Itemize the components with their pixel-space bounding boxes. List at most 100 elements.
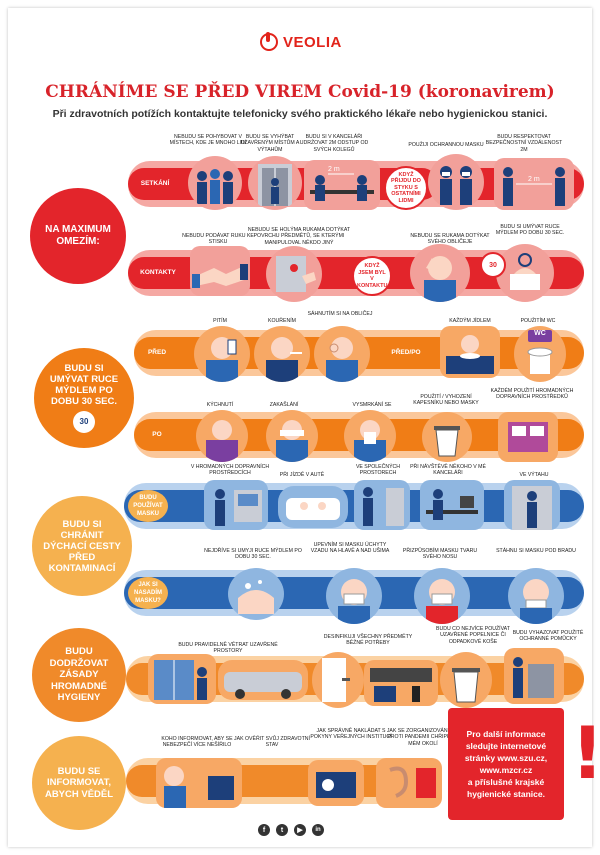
caption: BUDU VYHAZOVAT POUŽITÉ OCHRANNÉ POMŮCKY bbox=[512, 630, 584, 643]
crowd-illustration bbox=[188, 156, 242, 210]
meal-illustration bbox=[440, 326, 500, 378]
caption: NEBUDU PODÁVAT RUKU KE STISKU bbox=[182, 233, 254, 246]
wash-hands-mask-illustration bbox=[228, 568, 284, 620]
youtube-icon[interactable]: ▶ bbox=[294, 824, 306, 836]
handshake-illustration bbox=[190, 246, 250, 296]
person-phone-illustration bbox=[156, 758, 242, 808]
twitter-icon[interactable]: t bbox=[276, 824, 288, 836]
drinking-illustration bbox=[194, 326, 250, 382]
info-line: Pro další informace bbox=[466, 729, 546, 739]
caption: NEBUDU SE RUKAMA DOTÝKAT SVÉHO OBLIČEJE bbox=[410, 233, 490, 246]
caption: PŘI NÁVŠTĚVĚ NĚKOHO V MÉ KANCELÁŘI bbox=[410, 464, 486, 477]
car-illustration bbox=[278, 486, 348, 528]
veolia-logo-icon bbox=[260, 32, 278, 51]
caption: SÁHNUTÍM SI NA OBLIČEJ bbox=[307, 311, 373, 317]
caption: JAK SPRÁVNĚ NAKLÁDAT S POKYNY VEŘEJNÝCH … bbox=[310, 728, 392, 741]
handwash-illustration bbox=[496, 244, 554, 302]
section-hygiene-circle: BUDU DODRŽOVAT ZÁSADY HROMADNÉ HYGIENY bbox=[32, 628, 126, 722]
caption: STÁHNU SI MASKU POD BRADU bbox=[496, 548, 576, 554]
caption: JAK OVĚŘIT SVŮJ ZDRAVOTNÍ STAV bbox=[234, 736, 310, 749]
facebook-icon[interactable]: f bbox=[258, 824, 270, 836]
section-airway-circle: BUDU SI CHRÁNIT DÝCHACÍ CESTY PŘED KONTA… bbox=[32, 496, 132, 596]
radio-illustration bbox=[308, 760, 364, 806]
caption: V HROMADNÝCH DOPRAVNÍCH PROSTŘEDCÍCH bbox=[190, 464, 270, 477]
sneeze-illustration bbox=[196, 410, 248, 462]
caption: POUŽITÍM WC bbox=[520, 318, 556, 324]
timer-icon: 30 bbox=[73, 411, 95, 433]
blow-nose-illustration bbox=[344, 410, 396, 462]
info-line: hygienické stanice. bbox=[467, 789, 545, 799]
caption: PŘIZPŮSOBÍM MASKU TVARU SVÉHO NOSU bbox=[402, 548, 478, 561]
caption: NEBUDU SE HOLÝMA RUKAMA DOTÝKAT POVRCHU … bbox=[247, 227, 351, 246]
tissue-bin-illustration bbox=[422, 412, 472, 462]
caption: KOHO INFORMOVAT, ABY SE NEBEZPEČÍ VÍCE N… bbox=[161, 736, 233, 749]
caption: VE VÝTAHU bbox=[519, 472, 549, 478]
caption: BUDU SE VYHÝBAT UZAVŘENÝM MÍSTŮM A VÝTAH… bbox=[240, 134, 300, 153]
caption: DESINFIKUJI VŠECHNY PŘEDMĚTY BĚŽNÉ POTŘE… bbox=[323, 634, 413, 647]
caption: KAŽDÝM JÍDLEM bbox=[449, 318, 491, 324]
distance-label-2: 2 m bbox=[528, 176, 540, 183]
fit-mask-illustration bbox=[414, 568, 470, 624]
caption: PŘI JÍZDĚ V AUTĚ bbox=[279, 472, 325, 478]
keyboard-phone-illustration bbox=[364, 660, 438, 706]
caption: UPEVNÍM SI MASKU ÚCHYTY VZADU NA HLAVĚ A… bbox=[310, 542, 390, 555]
ear-book-illustration bbox=[376, 758, 442, 808]
cough-illustration bbox=[266, 410, 318, 462]
face-touch-illustration bbox=[410, 244, 470, 302]
info-box: Pro další informace sledujte internetové… bbox=[448, 708, 564, 820]
section-handwash-circle: BUDU SI UMÝVAT RUCE MÝDLEM PO DOBU 30 SE… bbox=[34, 348, 134, 448]
safe-distance-illustration bbox=[494, 158, 574, 210]
caption: VE SPOLEČNÝCH PROSTORECH bbox=[355, 464, 401, 477]
caption: BUDU CO NEJVÍCE POUŽÍVAT UZAVŘENÉ POPELN… bbox=[436, 626, 510, 645]
face-touch-2-illustration bbox=[314, 326, 370, 382]
elevator-illustration bbox=[248, 156, 302, 210]
caption: BUDU RESPEKTOVAT BEZPEČNOSTNÍ VZDÁLENOST… bbox=[485, 134, 563, 153]
caption: NEBUDU SE POHYBOVAT V MÍSTECH, KDE JE MN… bbox=[169, 134, 247, 147]
caption: POUŽIJI OCHRANNOU MASKU bbox=[408, 142, 484, 148]
info-line: sledujte internetové bbox=[465, 741, 547, 751]
wc-sign: WC bbox=[528, 330, 552, 342]
caption: BUDU SI UMÝVAT RUCE MÝDLEM PO DOBU 30 SE… bbox=[495, 224, 565, 237]
info-link-szu[interactable]: stránky www.szu.cz, bbox=[464, 753, 548, 763]
page-subtitle: Při zdravotních potížích kontaktujte tel… bbox=[52, 108, 548, 120]
veolia-logo: VEOLIA bbox=[260, 32, 342, 51]
bus-illustration bbox=[204, 480, 268, 530]
label-how-mask: JAK SI NASADÍM MASKU? bbox=[128, 577, 168, 609]
info-link-mzcr[interactable]: www.mzcr.cz bbox=[479, 765, 533, 775]
sign-contact-people: KDYŽ PŘIJDU DO STYKU S OSTATNÍMI LIDMI bbox=[384, 166, 428, 210]
label-use-mask: BUDU POUŽÍVAT MASKU bbox=[128, 490, 168, 522]
label-pred: PŘED bbox=[147, 349, 167, 356]
elevator-mask-illustration bbox=[504, 480, 560, 530]
caption: ZAKAŠLÁNÍ bbox=[269, 402, 299, 408]
label-setkani: SETKÁNÍ bbox=[140, 180, 170, 187]
page-title: CHRÁNÍME SE PŘED VIREM Covid-19 (koronav… bbox=[45, 82, 555, 102]
info-line: a příslušné krajské bbox=[467, 777, 545, 787]
caption: KAŽDÉM POUŽITÍ HROMADNÝCH DOPRAVNÍCH PRO… bbox=[490, 388, 574, 401]
caption: BUDU SI V KANCELÁŘI UDRŽOVAT 2m ODSTUP O… bbox=[299, 134, 369, 153]
caption: KOUŘENÍM bbox=[268, 318, 296, 324]
office-visit-illustration bbox=[420, 480, 484, 530]
caption: VYSMRKÁNÍ SE bbox=[352, 402, 392, 408]
covered-bin-illustration bbox=[440, 652, 492, 708]
label-pred-po: PŘED/PO bbox=[391, 349, 421, 356]
shared-spaces-illustration bbox=[354, 480, 410, 530]
car-ventilation-illustration bbox=[218, 660, 308, 700]
poster: VEOLIA CHRÁNÍME SE PŘED VIREM Covid-19 (… bbox=[8, 8, 600, 847]
linkedin-icon[interactable]: in bbox=[312, 824, 324, 836]
caption: JAK SE ZORGANIZOVÁN BOJ PROTI PANDEMII C… bbox=[386, 728, 460, 747]
caption: POUŽITÍ / VYHOZENÍ KAPESNÍKU NEBO MASKY bbox=[413, 394, 479, 407]
timer-30-badge: 30 bbox=[480, 252, 506, 278]
attach-mask-illustration bbox=[326, 568, 382, 624]
section-omezim-circle: NA MAXIMUM OMEZÍM: bbox=[30, 188, 126, 284]
caption: NEJDŘÍVE SI UMYJI RUCE MÝDLEM PO DOBU 30… bbox=[204, 548, 302, 561]
disinfect-door-illustration bbox=[312, 652, 364, 708]
exclamation-icon: ! bbox=[571, 708, 600, 798]
mask-chin-illustration bbox=[508, 568, 564, 624]
sign-was-contact: KDYŽ JSEM BYL V KONTAKTU bbox=[352, 256, 392, 296]
distance-label: 2 m bbox=[328, 166, 340, 173]
smoking-illustration bbox=[254, 326, 310, 382]
touch-surface-illustration bbox=[266, 246, 322, 302]
section-inform-circle: BUDU SE INFORMOVAT, ABYCH VĚDĚL bbox=[32, 736, 126, 830]
label-kontakty: KONTAKTY bbox=[140, 269, 176, 276]
transit-illustration bbox=[498, 412, 558, 462]
